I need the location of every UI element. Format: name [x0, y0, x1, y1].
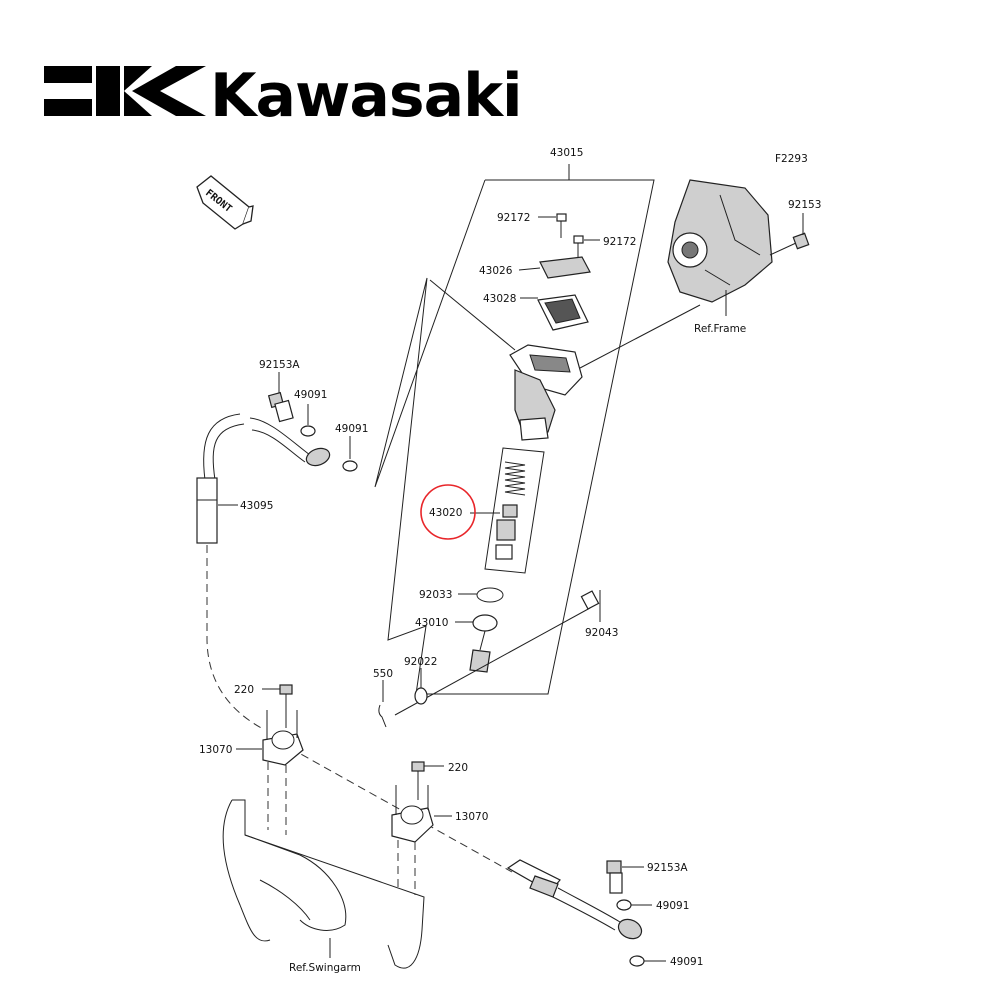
label-550: 550 [373, 668, 393, 680]
bolt-220-a [262, 684, 293, 728]
cotter-pin-550 [378, 680, 387, 728]
label-92022: 92022 [404, 656, 437, 668]
master-cylinder-assembly-outline [374, 164, 655, 695]
label-92172-left: 92172 [497, 212, 530, 224]
bolt-220-b [411, 761, 444, 800]
label-49091-b: 49091 [335, 423, 368, 435]
label-13070-a: 13070 [199, 744, 232, 756]
hose-end-fitting [506, 859, 643, 940]
brand-name: Kawasaki [210, 61, 522, 131]
highlight-circle [420, 484, 476, 540]
label-92172-right: 92172 [603, 236, 636, 248]
bolt-92153 [769, 213, 810, 256]
front-direction-arrow: FRONT [196, 175, 254, 230]
push-rod-43010 [455, 614, 498, 673]
reservoir-hose-43095 [196, 413, 331, 544]
label-220-a: 220 [234, 684, 254, 696]
label-92153A-bottom: 92153A [647, 862, 688, 874]
banjo-bolt-92153A-top [267, 372, 294, 423]
washer-49091-d [629, 955, 666, 967]
banjo-bolt-92153A-bottom [606, 860, 644, 894]
bolt-92172-left [538, 213, 567, 238]
label-49091-a: 49091 [294, 389, 327, 401]
snap-ring-92033 [458, 587, 504, 603]
diaphragm-43028 [520, 294, 589, 331]
label-92043: 92043 [585, 627, 618, 639]
hose-route-lines [206, 545, 513, 873]
swingarm-part [222, 799, 425, 969]
label-49091-d: 49091 [670, 956, 703, 968]
label-13070-b: 13070 [455, 811, 488, 823]
label-92153A-top: 92153A [259, 359, 300, 371]
figure-code: F2293 [775, 153, 808, 165]
frame-bracket-part [667, 179, 773, 316]
washer-92022 [414, 668, 428, 705]
kawasaki-k-mark [44, 66, 206, 116]
washer-49091-b [342, 436, 358, 472]
hose-clamp-13070-a [236, 710, 304, 835]
hose-clamp-13070-b [391, 785, 452, 895]
label-220-b: 220 [448, 762, 468, 774]
label-43028: 43028 [483, 293, 516, 305]
label-43015: 43015 [550, 147, 583, 159]
label-43010: 43010 [415, 617, 448, 629]
reservoir-cap-43026 [518, 256, 591, 279]
label-49091-c: 49091 [656, 900, 689, 912]
label-43020: 43020 [429, 507, 462, 519]
kawasaki-logo: Kawasaki [44, 61, 523, 131]
ref-frame-label: Ref.Frame [694, 323, 746, 335]
spring [504, 461, 526, 496]
label-92153: 92153 [788, 199, 821, 211]
washer-49091-a [300, 404, 316, 437]
label-43095: 43095 [240, 500, 273, 512]
washer-49091-c [616, 899, 652, 911]
master-cylinder-body [429, 279, 701, 441]
label-92033: 92033 [419, 589, 452, 601]
label-43026: 43026 [479, 265, 513, 277]
ref-swingarm-label: Ref.Swingarm [289, 962, 361, 974]
piston-kit-43020 [470, 447, 545, 574]
